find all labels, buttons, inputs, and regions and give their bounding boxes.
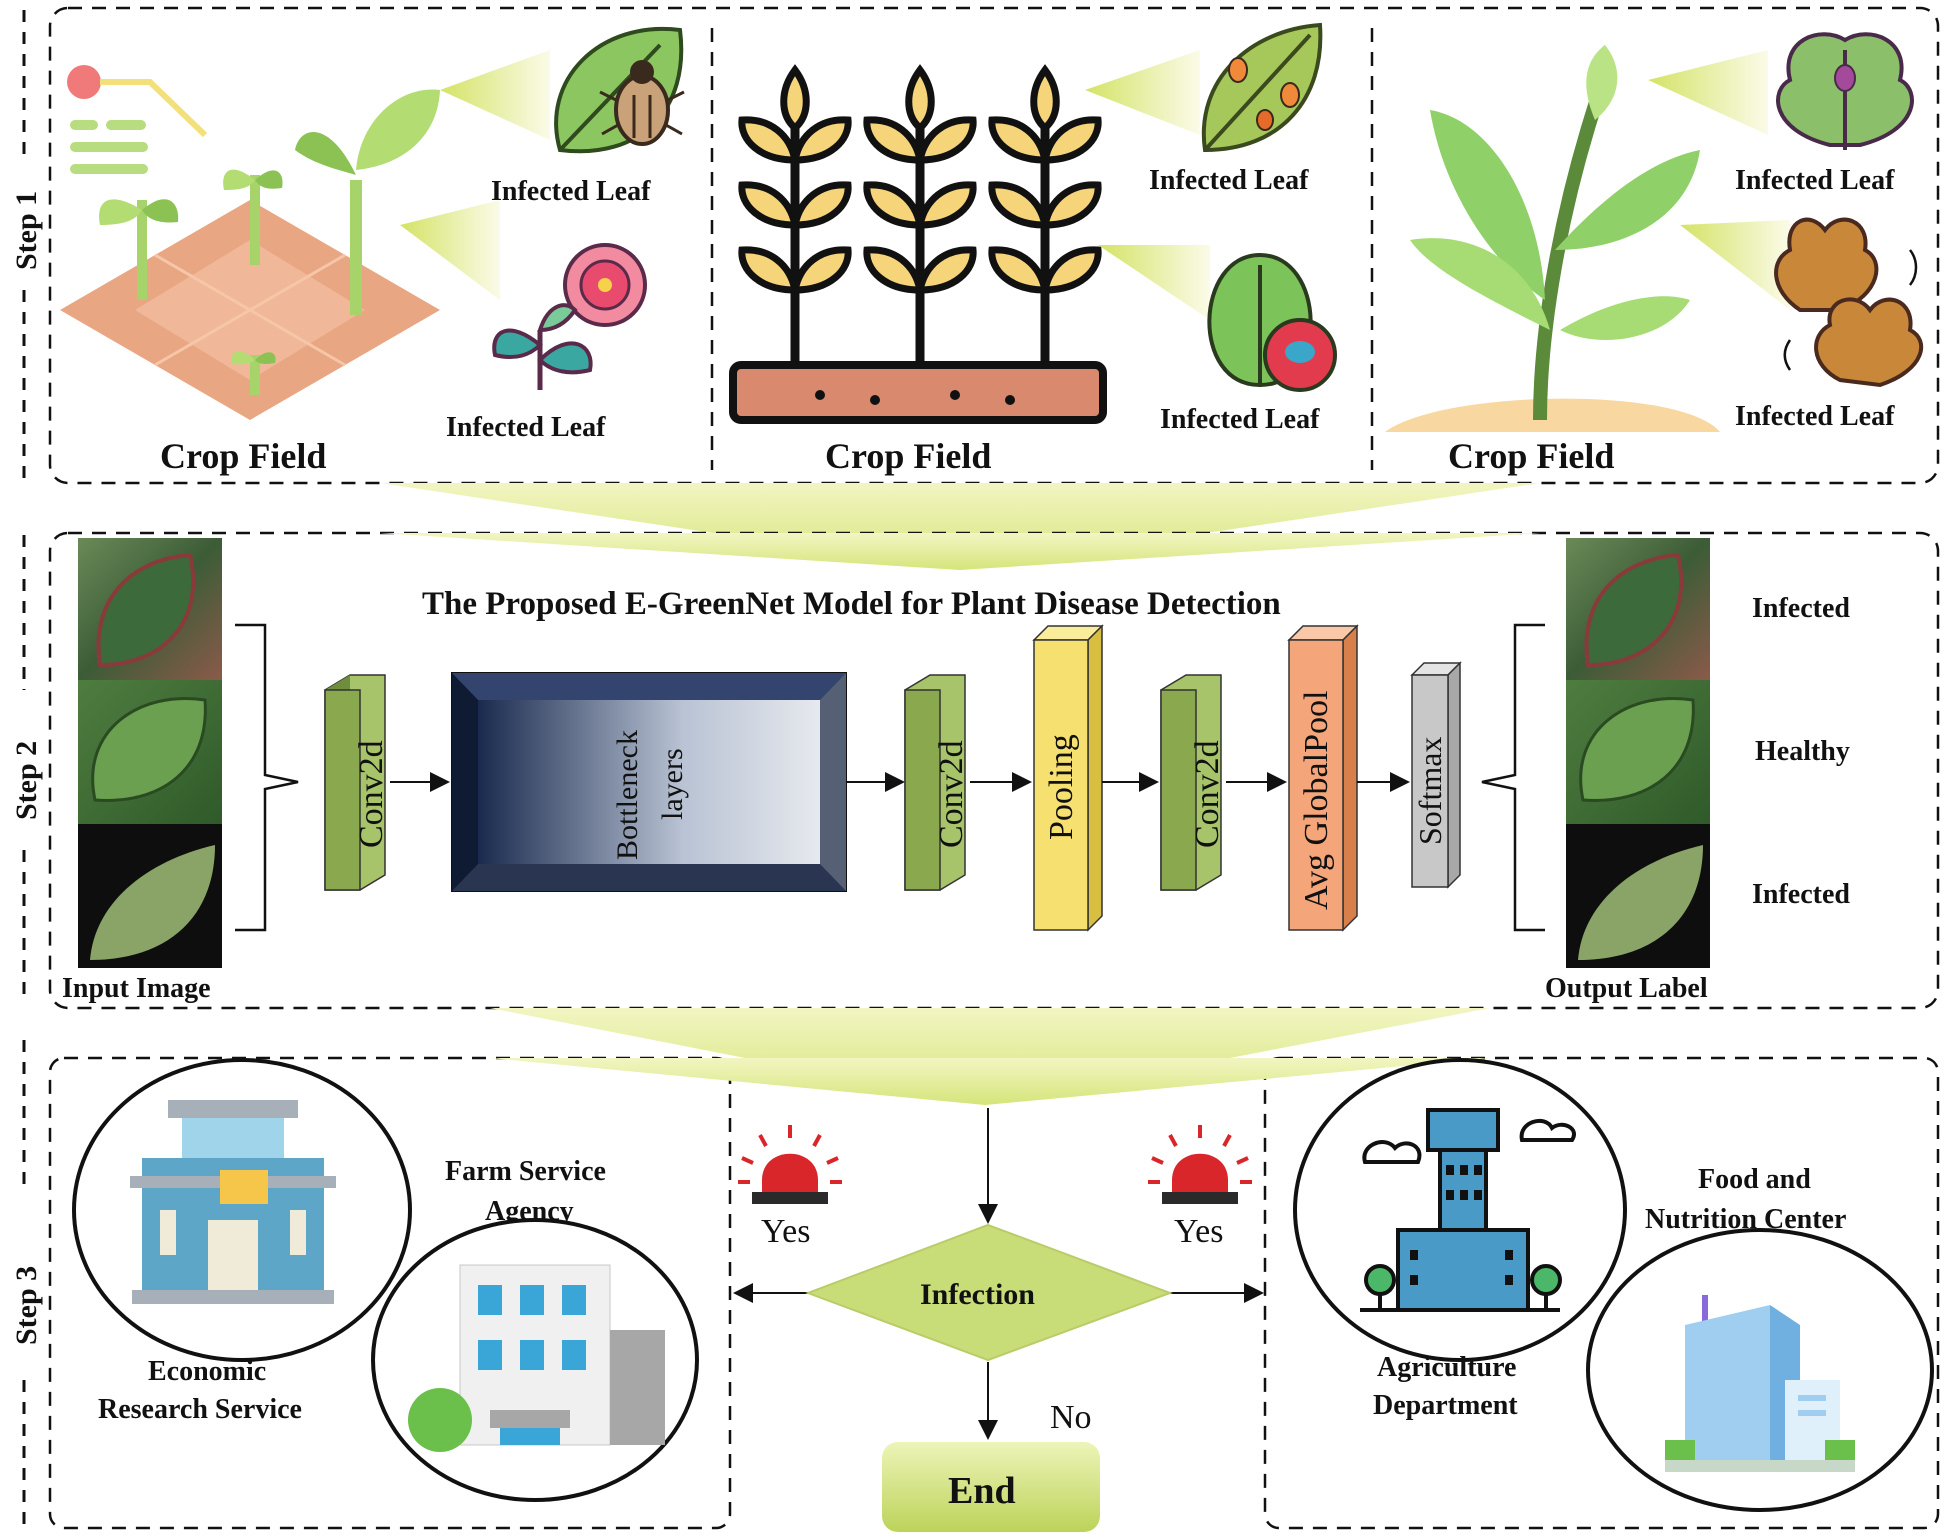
conv2d-label-3: Conv2d	[1189, 740, 1226, 848]
avg-globalpool-layer: Avg GlobalPool	[1287, 624, 1359, 932]
economic-research-label-1: Economic	[148, 1356, 266, 1387]
crop-field-label-3: Crop Field	[1448, 436, 1614, 476]
economic-research-building-icon	[72, 1058, 412, 1362]
conv2d-label-2: Conv2d	[933, 740, 970, 848]
dry-leaves-icon	[1774, 217, 1924, 388]
output-leaf-images	[1566, 538, 1710, 968]
funnel-step1-to-step2	[380, 483, 1540, 570]
economic-research-label-2: Research Service	[98, 1394, 302, 1425]
alarm-light-icon-left	[738, 1125, 842, 1204]
scan-beam	[440, 50, 550, 140]
infected-leaf-label-5: Infected Leaf	[1735, 165, 1895, 196]
conv2d-layer-1: Conv2d	[324, 674, 390, 891]
infected-leaf-bugs-icon	[1201, 22, 1323, 153]
scan-beam	[400, 200, 500, 300]
step-1-label: Step 1	[10, 191, 43, 270]
pooling-label: Pooling	[1043, 734, 1080, 840]
conv2d-layer-2: Conv2d	[904, 674, 970, 891]
input-image-label: Input Image	[62, 973, 211, 1004]
pooling-layer: Pooling	[1032, 624, 1104, 932]
infected-leaf-label-4: Infected Leaf	[1160, 404, 1320, 435]
food-center-label-1: Food and	[1698, 1164, 1811, 1195]
output-class-2: Healthy	[1755, 736, 1850, 767]
infected-leaf-beetle-icon	[554, 26, 685, 154]
crop-field-1-illustration	[60, 65, 440, 420]
crop-field-3-plant-illustration	[1385, 45, 1720, 432]
agriculture-label-2: Department	[1373, 1390, 1518, 1421]
bottleneck-label-2: layers	[656, 748, 689, 820]
scan-beam	[1680, 220, 1790, 310]
no-label: No	[1050, 1399, 1092, 1436]
output-class-3: Infected	[1752, 879, 1850, 910]
alarm-light-icon-right	[1148, 1125, 1252, 1204]
crop-field-label-2: Crop Field	[825, 436, 991, 476]
infected-leaf-label-1: Infected Leaf	[491, 176, 651, 207]
softmax-layer: Softmax	[1410, 661, 1462, 889]
farm-service-label-1: Farm Service	[445, 1156, 606, 1187]
step-3-left-frame	[48, 1056, 732, 1530]
agriculture-label-1: Agriculture	[1377, 1352, 1516, 1383]
food-nutrition-building-icon	[1586, 1228, 1934, 1512]
input-leaf-images	[78, 538, 222, 968]
conv2d-layer-3: Conv2d	[1160, 674, 1226, 891]
crop-field-label-1: Crop Field	[160, 436, 326, 476]
scan-beam	[1085, 50, 1200, 135]
crop-field-2-wheat-illustration	[729, 64, 1107, 424]
yes-label-left: Yes	[761, 1213, 810, 1250]
infection-decision-label: Infection	[920, 1278, 1035, 1311]
step-3-label: Step 3	[10, 1266, 43, 1345]
agriculture-department-building-icon	[1293, 1058, 1627, 1362]
funnel-step2-to-step3	[490, 1008, 1490, 1105]
end-node	[882, 1442, 1100, 1532]
bottleneck-layers-block: Bottleneck layers	[451, 672, 847, 892]
infection-decision	[805, 1223, 1173, 1362]
output-bracket	[1481, 623, 1545, 932]
infected-leaf-virus-icon	[1207, 252, 1337, 392]
infected-leaf-label-2: Infected Leaf	[446, 412, 606, 443]
softmax-label: Softmax	[1412, 737, 1448, 845]
step-3-right-frame	[1263, 1056, 1940, 1530]
infected-sprout-magnifier-icon	[492, 243, 647, 390]
scan-beam	[1648, 50, 1768, 135]
infected-leaf-label-3: Infected Leaf	[1149, 165, 1309, 196]
scan-beam	[1098, 245, 1210, 320]
step-2-label: Step 2	[10, 741, 43, 820]
bottleneck-label-1: Bottleneck	[611, 730, 644, 860]
end-label: End	[948, 1470, 1016, 1512]
conv2d-label-1: Conv2d	[353, 740, 390, 848]
avg-globalpool-label: Avg GlobalPool	[1298, 691, 1335, 910]
infected-leaf-bug-icon	[1776, 32, 1914, 150]
model-title: The Proposed E-GreenNet Model for Plant …	[422, 586, 1281, 622]
farm-service-building-icon	[371, 1218, 699, 1502]
infected-leaf-label-6: Infected Leaf	[1735, 401, 1895, 432]
input-bracket	[235, 623, 299, 932]
output-label: Output Label	[1545, 973, 1708, 1004]
yes-label-right: Yes	[1174, 1213, 1223, 1250]
output-class-1: Infected	[1752, 593, 1850, 624]
step-labels: Step 1 Step 2 Step 3	[10, 10, 43, 1530]
